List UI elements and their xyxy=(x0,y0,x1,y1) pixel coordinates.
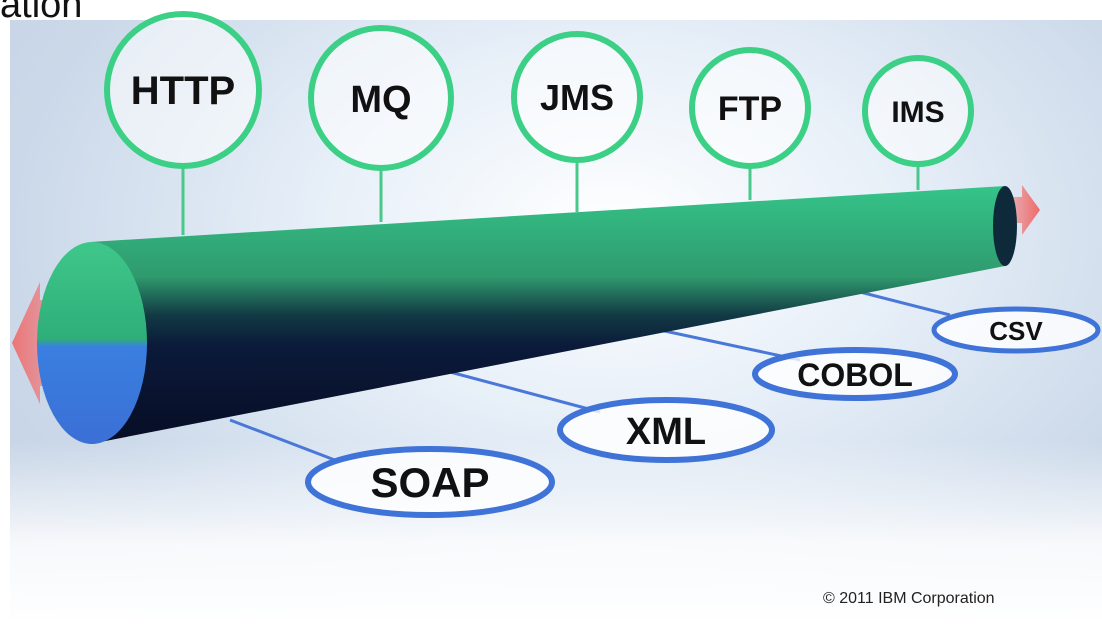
format-ring xyxy=(931,306,1101,354)
protocol-label: JMS xyxy=(540,77,614,118)
connector-line xyxy=(229,418,341,464)
pipe-right-cap xyxy=(993,186,1017,266)
format-label: COBOL xyxy=(797,357,913,393)
format-node-soap: SOAP xyxy=(305,446,555,518)
protocol-node-ftp: FTP xyxy=(689,47,811,169)
connector-line xyxy=(449,370,601,414)
protocol-ring xyxy=(104,11,262,169)
pipe-body xyxy=(90,186,1014,444)
format-ring xyxy=(305,446,555,518)
protocol-stems xyxy=(181,160,920,235)
protocol-label: IMS xyxy=(891,96,944,129)
slide-title-fragment: ation xyxy=(0,0,83,26)
protocol-circles: HTTP MQ JMS FTP IMS xyxy=(104,11,974,171)
protocol-label: HTTP xyxy=(131,69,235,113)
protocol-node-http: HTTP xyxy=(104,11,262,169)
format-node-cobol: COBOL xyxy=(752,347,958,401)
format-node-xml: XML xyxy=(557,397,775,463)
pipe-left-cap xyxy=(37,242,147,444)
format-ring xyxy=(557,397,775,463)
format-ovals: SOAP XML COBOL CSV xyxy=(305,306,1101,518)
format-label: XML xyxy=(626,411,706,453)
format-label: CSV xyxy=(989,316,1043,346)
protocol-ring xyxy=(689,47,811,169)
protocol-ring xyxy=(862,55,974,167)
copyright-notice: © 2011 IBM Corporation xyxy=(823,590,995,607)
protocol-label: MQ xyxy=(350,79,411,121)
format-connectors xyxy=(229,290,951,464)
format-node-csv: CSV xyxy=(931,306,1101,354)
protocol-ring xyxy=(511,31,643,163)
background-fade xyxy=(0,440,1102,628)
connector-line xyxy=(859,290,951,317)
format-label: SOAP xyxy=(370,459,489,506)
protocol-label: FTP xyxy=(718,90,782,128)
protocol-ring xyxy=(308,25,454,171)
protocol-node-jms: JMS xyxy=(511,31,643,163)
format-ring xyxy=(752,347,958,401)
protocol-node-mq: MQ xyxy=(308,25,454,171)
protocol-node-ims: IMS xyxy=(862,55,974,167)
connector-line xyxy=(659,328,801,362)
